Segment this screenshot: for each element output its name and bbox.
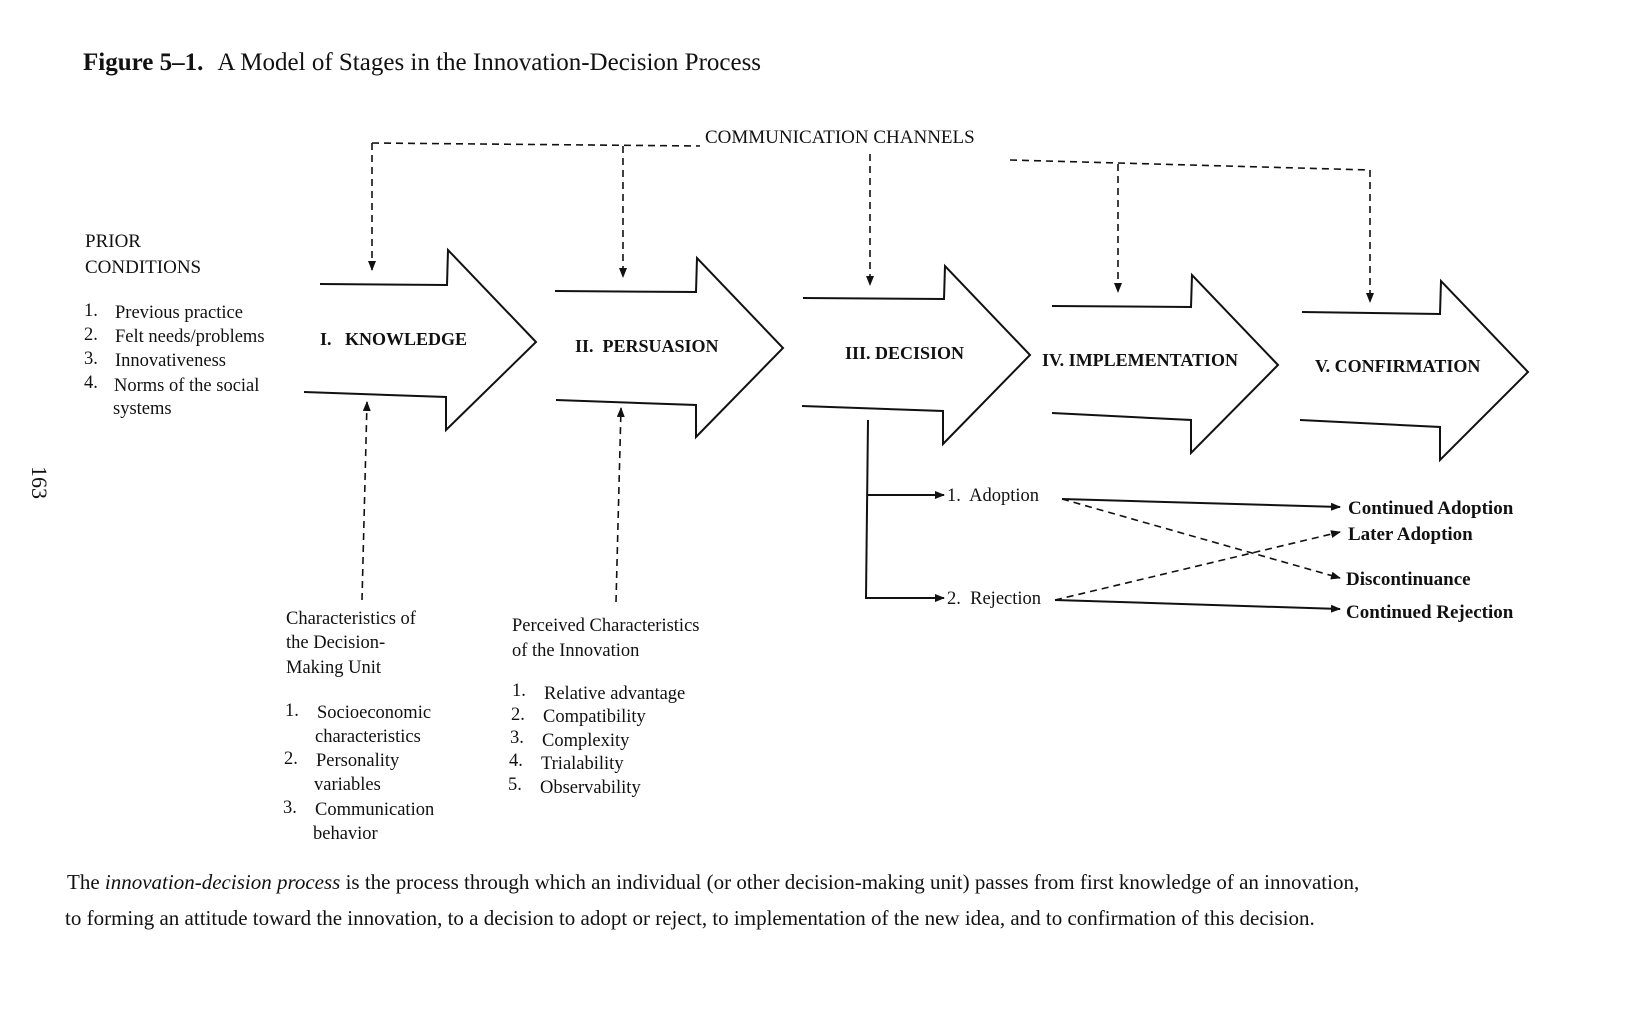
outcome-later-adoption: Later Adoption [1348,524,1473,545]
decision-unit-num: 3. [283,798,297,818]
decision-branch [864,419,945,602]
prior-conditions: PRIOR CONDITIONS 1. Previous practice 2.… [84,231,265,419]
stage-arrow-decision [801,263,1032,447]
stage-arrows [303,247,1530,463]
decision-unit-item: Communication [315,800,434,820]
caption-line-2: to forming an attitude toward the innova… [65,906,1315,930]
decision-unit-item: behavior [313,824,378,844]
stage-label-confirmation: V. CONFIRMATION [1315,356,1480,376]
innovation-chars-heading: of the Innovation [512,641,639,661]
innovation-chars-num: 1. [512,681,526,701]
innovation-chars-heading: Perceived Characteristics [512,616,699,636]
outcome-continued-rejection: Continued Rejection [1346,602,1514,623]
stage-arrow-implementation [1051,272,1280,456]
prior-condition-item: systems [113,399,172,419]
prior-conditions-heading-1: PRIOR [85,231,141,252]
prior-condition-num: 4. [84,373,98,393]
innovation-chars-item: Compatibility [543,707,647,727]
outcome-discontinuance: Discontinuance [1346,569,1471,590]
decision-rejection: 2. Rejection [947,589,1041,609]
stage-arrow-knowledge [303,247,538,433]
communication-channels-label: COMMUNICATION CHANNELS [705,127,975,148]
innovation-chars-connector [615,407,625,603]
outcome-connectors [1054,498,1341,613]
stage-arrow-confirmation [1299,278,1530,463]
innovation-chars-num: 5. [508,775,522,795]
decision-unit-connector [361,401,371,601]
outcome-continued-adoption: Continued Adoption [1348,498,1514,519]
stage-label-persuasion: II. PERSUASION [575,336,719,356]
prior-condition-num: 3. [84,349,98,369]
prior-condition-item: Innovativeness [115,351,226,371]
decision-adoption: 1. Adoption [947,486,1039,506]
innovation-characteristics: Perceived Characteristics of the Innovat… [508,616,699,798]
decision-unit-num: 2. [284,749,298,769]
innovation-chars-item: Trialability [541,754,624,774]
decision-unit-item: Socioeconomic [317,703,431,723]
prior-condition-item: Norms of the social [114,376,259,396]
innovation-chars-item: Relative advantage [544,684,685,704]
decision-unit-heading: Making Unit [286,658,382,678]
stage-label-implementation: IV. IMPLEMENTATION [1042,350,1238,370]
caption: The innovation-decision process is the p… [65,870,1359,930]
prior-conditions-heading-2: CONDITIONS [85,257,201,278]
innovation-chars-item: Observability [540,778,641,798]
innovation-chars-num: 3. [510,728,524,748]
stage-label-knowledge: I. KNOWLEDGE [320,329,467,349]
innovation-chars-num: 2. [511,705,525,725]
communication-channels-connector [368,142,1374,303]
innovation-chars-item: Complexity [542,731,630,751]
decision-unit-heading: Characteristics of [286,609,417,629]
prior-condition-item: Previous practice [115,303,243,323]
decision-unit-num: 1. [285,701,299,721]
decision-unit-item: Personality [316,751,400,771]
stage-label-decision: III. DECISION [845,343,964,363]
decision-unit-item: variables [314,775,381,795]
decision-unit-item: characteristics [315,727,421,747]
caption-line-1: The innovation-decision process is the p… [67,870,1359,894]
caption-term: innovation-decision process [105,870,340,894]
figure-title: Figure 5–1. A Model of Stages in the Inn… [83,49,761,76]
page-number: 163 [27,466,52,499]
decision-unit-characteristics: Characteristics of the Decision- Making … [283,609,434,844]
prior-condition-item: Felt needs/problems [115,327,265,347]
prior-condition-num: 2. [84,325,98,345]
innovation-chars-num: 4. [509,751,523,771]
prior-condition-num: 1. [84,301,98,321]
decision-unit-heading: the Decision- [286,633,385,653]
stage-arrow-persuasion [554,255,785,440]
